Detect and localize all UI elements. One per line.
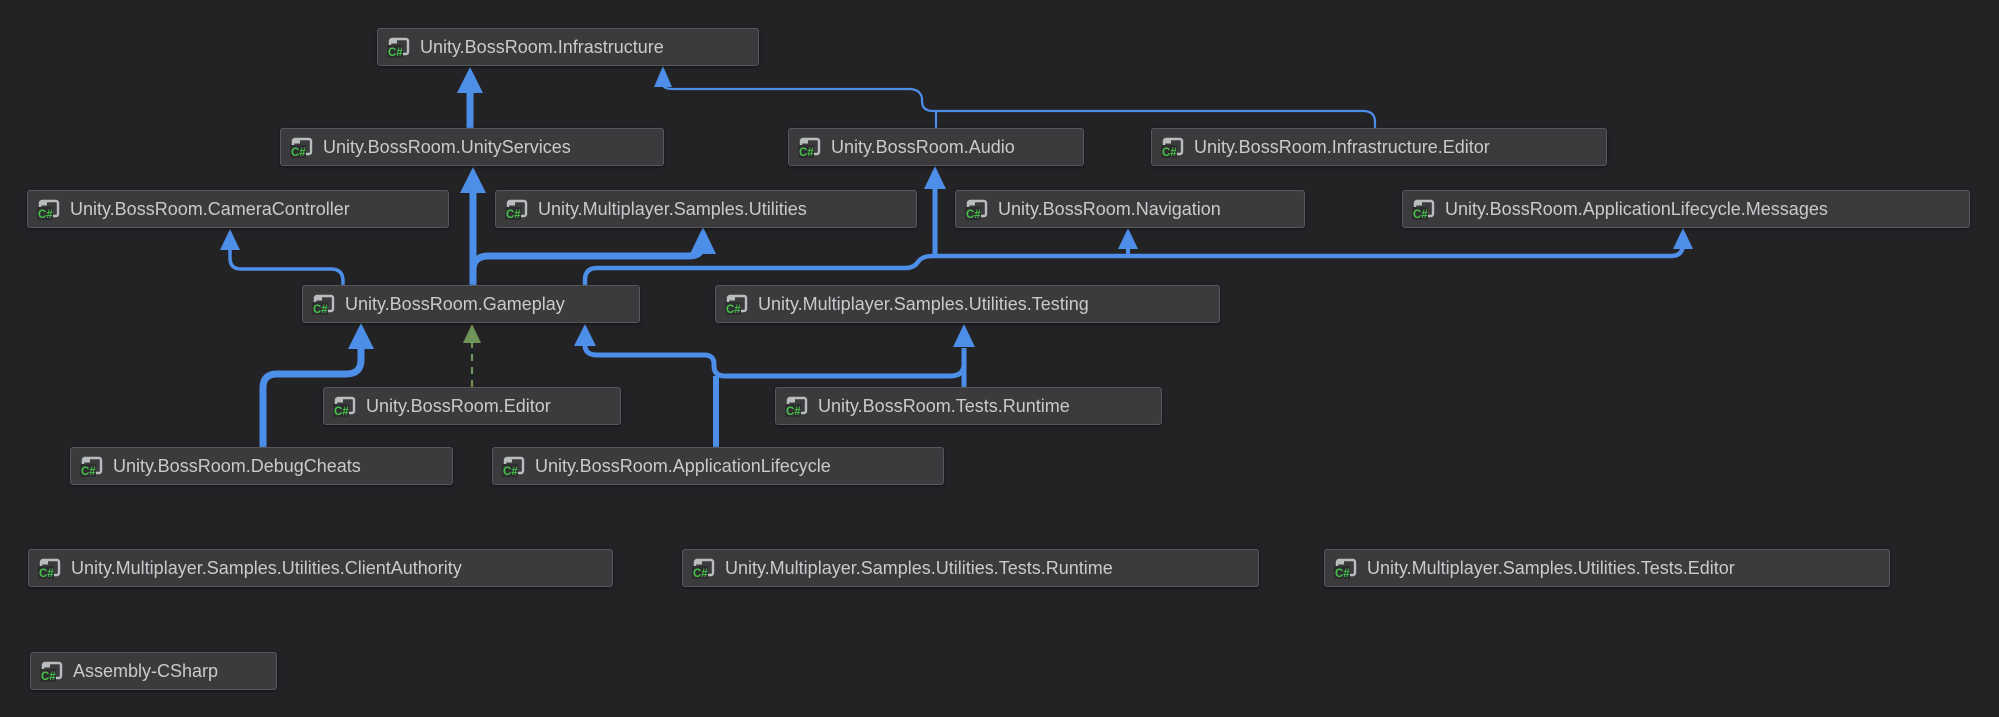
asmdef-node-label: Unity.BossRoom.ApplicationLifecycle — [535, 455, 831, 476]
arrowhead-into-gameplay-green — [463, 324, 481, 343]
svg-text:C#: C# — [1413, 209, 1428, 221]
asmdef-node-samples-utilities-testing[interactable]: C# Unity.Multiplayer.Samples.Utilities.T… — [715, 285, 1220, 323]
edge-gameplay-right-bus — [582, 242, 1686, 285]
asmdef-node-samples-utilities[interactable]: C# Unity.Multiplayer.Samples.Utilities — [495, 190, 917, 228]
asmdef-node-label: Unity.BossRoom.CameraController — [70, 198, 350, 219]
asmdef-node-label: Unity.BossRoom.Tests.Runtime — [818, 395, 1070, 416]
csharp-asmdef-icon: C# — [724, 292, 749, 317]
svg-text:C#: C# — [799, 147, 814, 159]
asmdef-node-editor[interactable]: C# Unity.BossRoom.Editor — [323, 387, 621, 425]
csharp-asmdef-icon: C# — [289, 135, 314, 160]
csharp-asmdef-icon: C# — [37, 556, 62, 581]
csharp-asmdef-icon: C# — [964, 197, 989, 222]
svg-text:C#: C# — [41, 671, 56, 683]
asmdef-node-applicationlifecycle-messages[interactable]: C# Unity.BossRoom.ApplicationLifecycle.M… — [1402, 190, 1970, 228]
svg-text:C#: C# — [334, 406, 349, 418]
asmdef-node-label: Unity.Multiplayer.Samples.Utilities.Test… — [725, 557, 1113, 578]
csharp-asmdef-icon: C# — [784, 394, 809, 419]
arrowhead-into-audio — [924, 166, 946, 189]
arrowhead-into-gameplay-right — [574, 324, 596, 346]
csharp-asmdef-icon: C# — [691, 556, 716, 581]
arrowhead-into-utilities — [690, 227, 716, 254]
svg-text:C#: C# — [693, 568, 708, 580]
arrowhead-into-infrastructure-thin — [654, 66, 672, 87]
csharp-asmdef-icon: C# — [797, 135, 822, 160]
asmdef-node-label: Unity.BossRoom.Infrastructure.Editor — [1194, 136, 1490, 157]
svg-text:C#: C# — [388, 47, 403, 59]
arrowhead-into-infrastructure-thick — [457, 67, 483, 93]
asmdef-node-tests-runtime[interactable]: C# Unity.BossRoom.Tests.Runtime — [775, 387, 1162, 425]
arrowhead-into-gameplay-left — [348, 323, 374, 349]
asmdef-node-gameplay[interactable]: C# Unity.BossRoom.Gameplay — [302, 285, 640, 323]
csharp-asmdef-icon: C# — [39, 659, 64, 684]
csharp-asmdef-icon: C# — [1160, 135, 1185, 160]
csharp-asmdef-icon: C# — [1333, 556, 1358, 581]
edge-debugcheats-to-gameplay — [259, 346, 365, 447]
svg-text:C#: C# — [1335, 568, 1350, 580]
asmdef-node-navigation[interactable]: C# Unity.BossRoom.Navigation — [955, 190, 1305, 228]
svg-text:C#: C# — [726, 304, 741, 316]
svg-text:C#: C# — [506, 209, 521, 221]
csharp-asmdef-icon: C# — [79, 454, 104, 479]
asmdef-node-label: Unity.BossRoom.ApplicationLifecycle.Mess… — [1445, 198, 1828, 219]
asmdef-node-label: Unity.BossRoom.Navigation — [998, 198, 1221, 219]
asmdef-node-infrastructure[interactable]: C# Unity.BossRoom.Infrastructure — [377, 28, 759, 66]
svg-text:C#: C# — [966, 209, 981, 221]
asmdef-node-label: Unity.Multiplayer.Samples.Utilities.Clie… — [71, 557, 462, 578]
asmdef-node-label: Unity.BossRoom.UnityServices — [323, 136, 571, 157]
arrowhead-into-navigation — [1118, 228, 1138, 249]
edge-gameplay-to-cameracontroller — [228, 249, 345, 285]
csharp-asmdef-icon: C# — [1411, 197, 1436, 222]
edge-audio-editor-to-infrastructure — [661, 83, 1377, 128]
asmdef-node-audio[interactable]: C# Unity.BossRoom.Audio — [788, 128, 1084, 166]
svg-text:C#: C# — [503, 466, 518, 478]
svg-text:C#: C# — [39, 568, 54, 580]
asmdef-node-label: Unity.BossRoom.Infrastructure — [420, 36, 664, 57]
csharp-asmdef-icon: C# — [36, 197, 61, 222]
asmdef-node-infrastructure-editor[interactable]: C# Unity.BossRoom.Infrastructure.Editor — [1151, 128, 1607, 166]
svg-text:C#: C# — [291, 147, 306, 159]
arrowhead-into-cameracontroller — [220, 229, 240, 250]
asmdef-node-unityservices[interactable]: C# Unity.BossRoom.UnityServices — [280, 128, 664, 166]
edge-bus-into-gameplay-bottom — [582, 344, 967, 379]
asmdef-node-assembly-csharp[interactable]: C# Assembly-CSharp — [30, 652, 277, 690]
svg-text:C#: C# — [786, 406, 801, 418]
asmdef-node-label: Assembly-CSharp — [73, 660, 219, 681]
csharp-asmdef-icon: C# — [504, 197, 529, 222]
svg-text:C#: C# — [38, 209, 53, 221]
asmdef-node-debugcheats[interactable]: C# Unity.BossRoom.DebugCheats — [70, 447, 453, 485]
arrowhead-into-testing — [953, 324, 975, 347]
asmdef-node-applicationlifecycle[interactable]: C# Unity.BossRoom.ApplicationLifecycle — [492, 447, 944, 485]
svg-text:C#: C# — [1162, 147, 1177, 159]
asmdef-node-samples-utilities-tests-runtime[interactable]: C# Unity.Multiplayer.Samples.Utilities.T… — [682, 549, 1259, 587]
asmdef-node-label: Unity.BossRoom.Editor — [366, 395, 551, 416]
asmdef-node-label: Unity.BossRoom.DebugCheats — [113, 455, 361, 476]
csharp-asmdef-icon: C# — [386, 35, 411, 60]
csharp-asmdef-icon: C# — [501, 454, 526, 479]
arrowhead-into-messages — [1673, 228, 1693, 249]
asmdef-node-label: Unity.Multiplayer.Samples.Utilities — [538, 198, 807, 219]
svg-text:C#: C# — [81, 466, 96, 478]
svg-text:C#: C# — [313, 304, 328, 316]
asmdef-node-samples-utilities-clientauthority[interactable]: C# Unity.Multiplayer.Samples.Utilities.C… — [28, 549, 613, 587]
csharp-asmdef-icon: C# — [311, 292, 336, 317]
asmdef-node-cameracontroller[interactable]: C# Unity.BossRoom.CameraController — [27, 190, 449, 228]
asmdef-node-label: Unity.Multiplayer.Samples.Utilities.Test… — [1367, 557, 1735, 578]
arrowhead-into-unityservices — [460, 167, 486, 193]
asmdef-node-label: Unity.Multiplayer.Samples.Utilities.Test… — [758, 293, 1089, 314]
asmdef-node-samples-utilities-tests-editor[interactable]: C# Unity.Multiplayer.Samples.Utilities.T… — [1324, 549, 1890, 587]
asmdef-node-label: Unity.BossRoom.Gameplay — [345, 293, 565, 314]
csharp-asmdef-icon: C# — [332, 394, 357, 419]
asmdef-node-label: Unity.BossRoom.Audio — [831, 136, 1015, 157]
